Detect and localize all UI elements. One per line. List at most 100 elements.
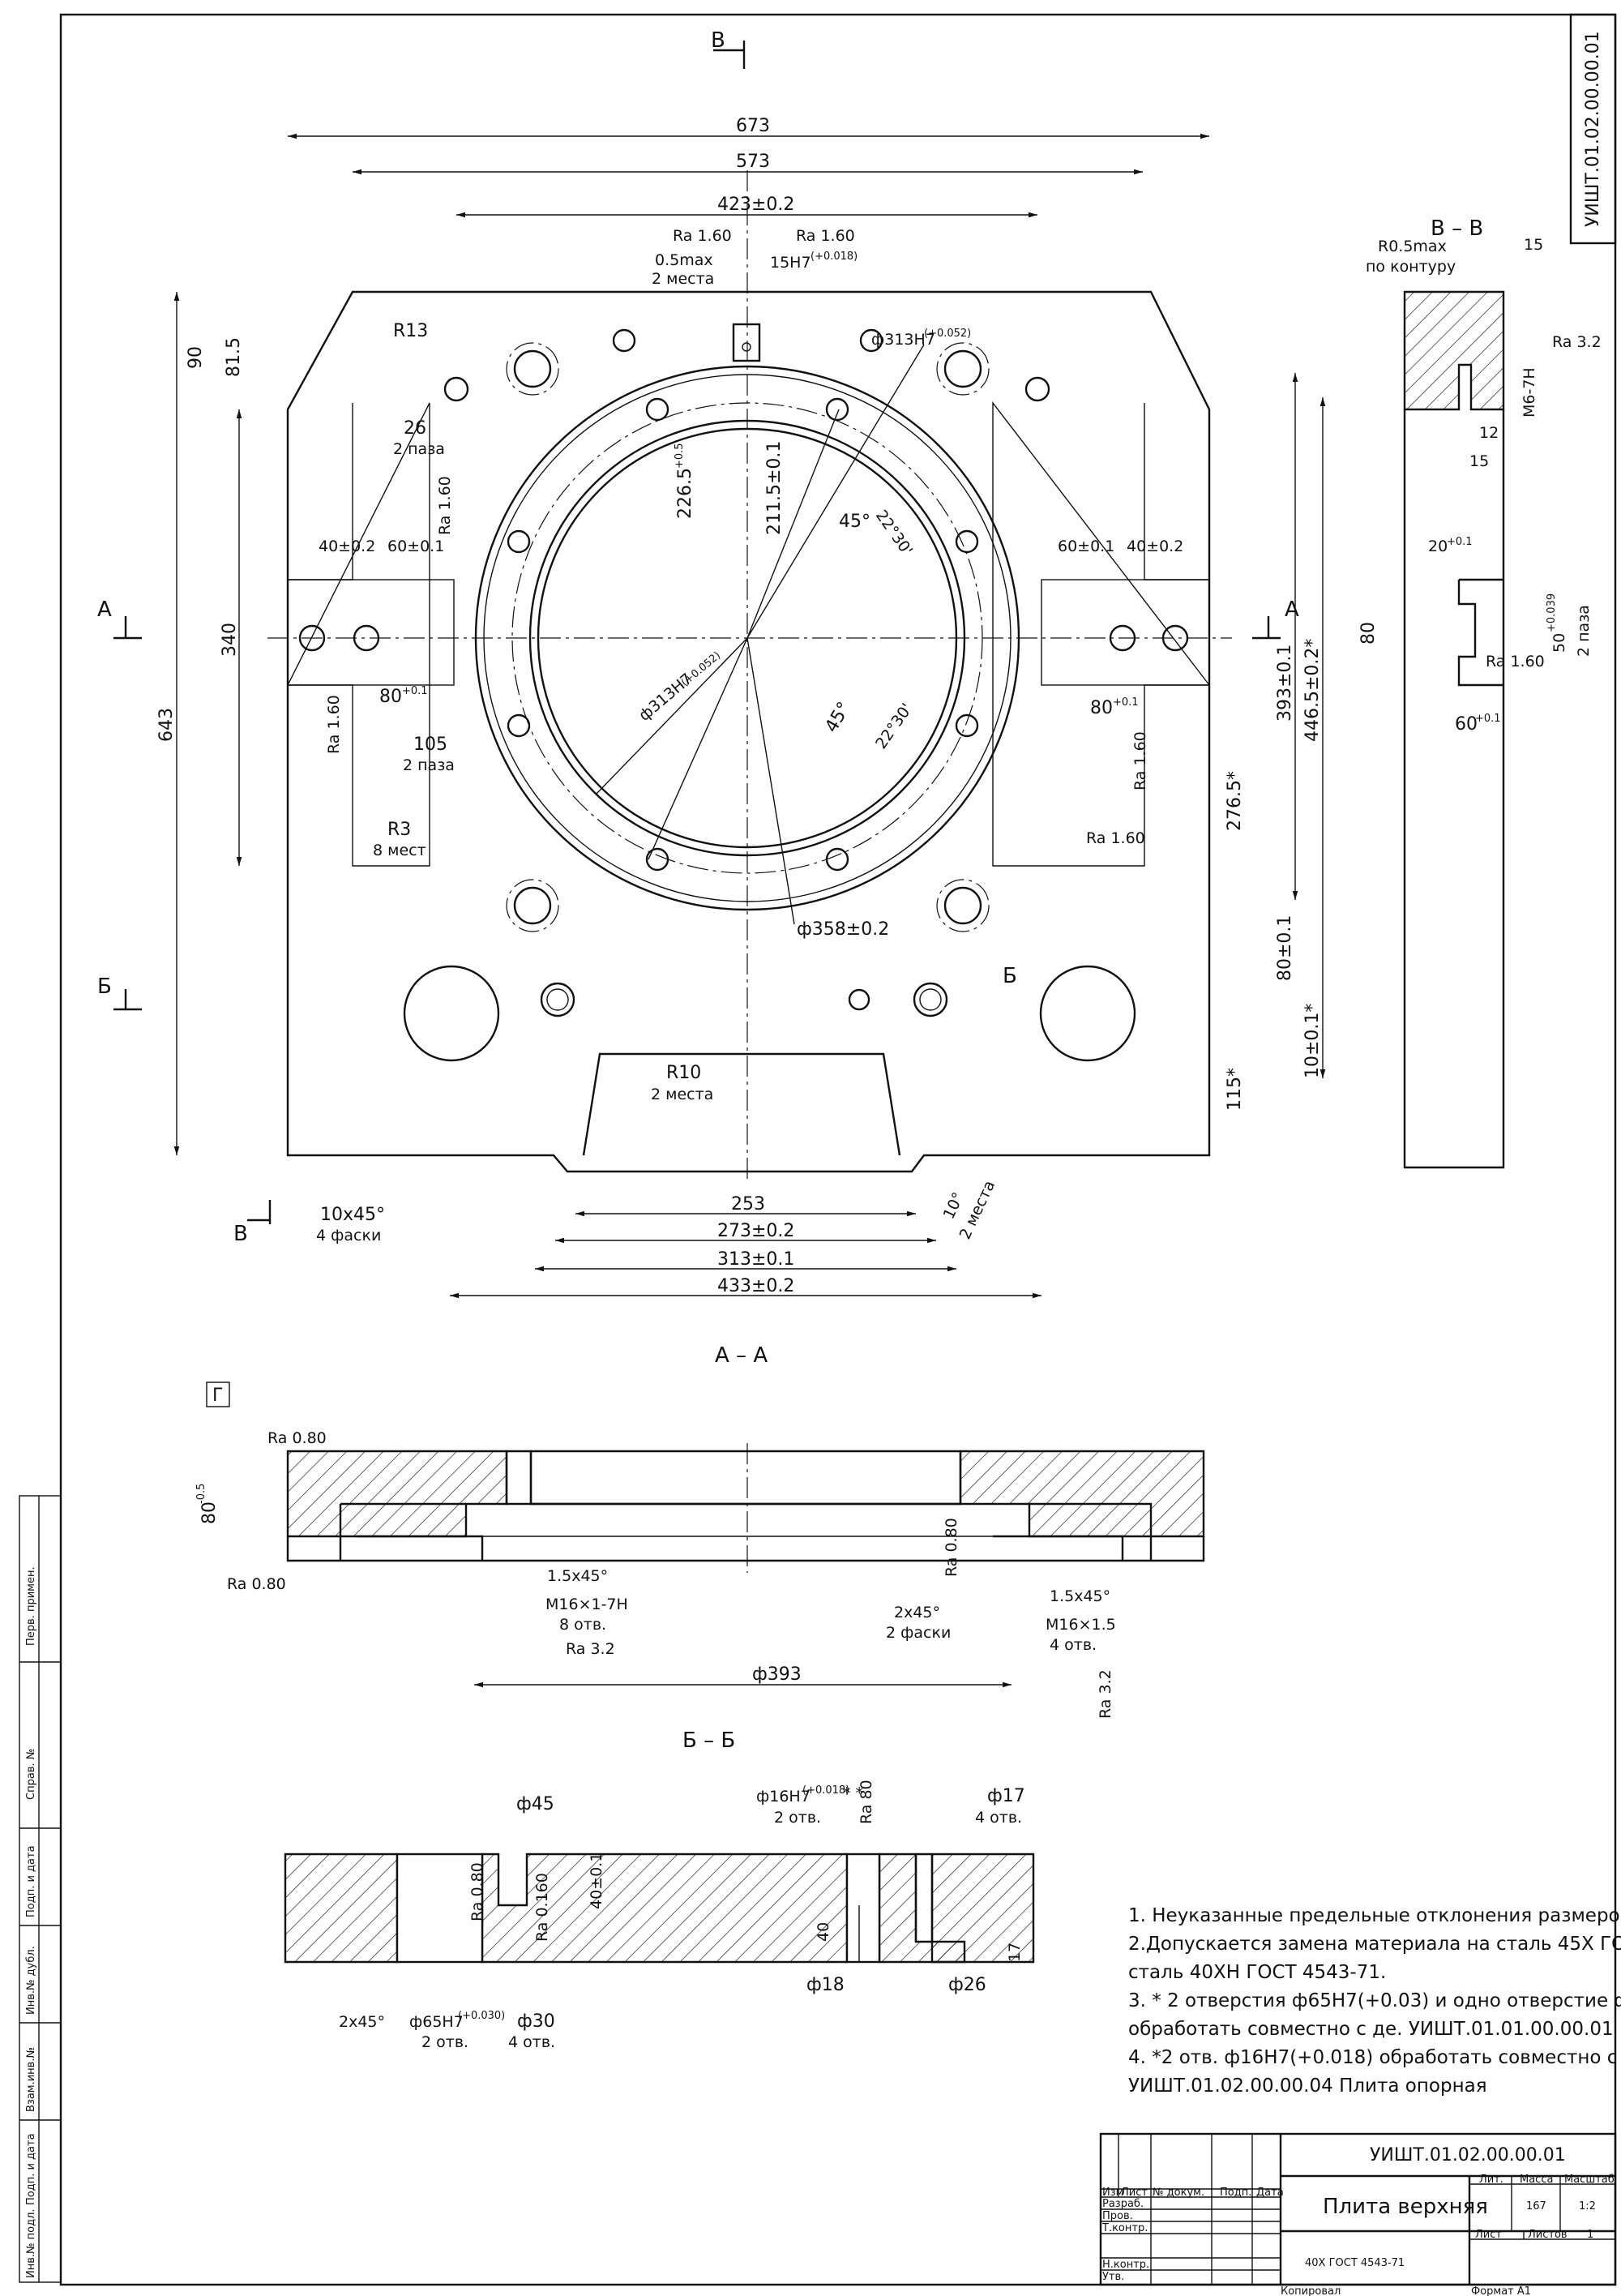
- dim-2265-tol: +0.5: [674, 443, 686, 469]
- note-1: 1. Неуказанные предельные отклонения раз…: [1128, 1905, 1621, 1926]
- dim-80-right-tol: +0.1: [1113, 696, 1139, 709]
- tb-format: Формат А1: [1471, 2285, 1531, 2296]
- dim-26: 26: [404, 418, 426, 439]
- tb-doc-code: УИШТ.01.02.00.00.01: [1370, 2145, 1566, 2165]
- tb-nkontr: Н.контр.: [1102, 2259, 1149, 2271]
- note-5: обработать совместно с де. УИШТ.01.01.00…: [1128, 2019, 1621, 2040]
- bore-outer: [474, 365, 1020, 911]
- tb-mass: Масса: [1520, 2174, 1553, 2186]
- label-a-right: А: [1285, 598, 1299, 622]
- tb-sheets-val: 1: [1587, 2229, 1593, 2241]
- tb-razrab: Разраб.: [1102, 2198, 1144, 2210]
- dim-815: 81.5: [224, 337, 244, 377]
- label-b-top: В: [711, 28, 725, 53]
- dim-643: 643: [156, 708, 177, 742]
- dim-115: 115*: [1225, 1068, 1245, 1111]
- dim-253: 253: [731, 1194, 765, 1214]
- ang-2230-b: 22°30': [872, 700, 916, 752]
- note-4: 3. * 2 отверстия ф65H7(+0.03) и одно отв…: [1128, 1990, 1621, 2011]
- tb-prov: Пров.: [1102, 2210, 1133, 2222]
- bb-ra80: Ra 80: [858, 1780, 875, 1824]
- bb-17: ф17: [987, 1786, 1025, 1806]
- dim-15h7: 15H7: [770, 254, 811, 272]
- tb-utv: Утв.: [1102, 2271, 1124, 2283]
- dim-05max: 0.5max: [655, 251, 713, 269]
- dim-433: 433±0.2: [717, 1276, 794, 1296]
- chamfer-10: 10x45°: [320, 1205, 385, 1225]
- vv-ra32: Ra 3.2: [1552, 333, 1602, 351]
- tb-sheet: Лист: [1475, 2229, 1502, 2241]
- dim-2265: 226.5: [675, 468, 695, 519]
- bb-ra0160: Ra 0.160: [533, 1873, 551, 1942]
- dim-r3: R3: [387, 820, 411, 840]
- dim-573: 573: [736, 152, 770, 172]
- dim-313: 313±0.1: [717, 1249, 794, 1270]
- ra-right: Ra 1.60: [1131, 731, 1149, 790]
- aa-ra080-mid: Ra 0.80: [943, 1518, 960, 1577]
- ra-right-2: Ra 1.60: [1086, 829, 1145, 847]
- bb-40: 40±0.1: [588, 1853, 605, 1909]
- technical-notes: 1. Неуказанные предельные отклонения раз…: [1128, 1905, 1621, 2097]
- plan-view: 673 573 423±0.2 Ra 1.60 Ra 1.60 0.5max 2…: [97, 28, 1326, 1299]
- tb-scale: Масштаб: [1564, 2174, 1615, 2186]
- ra-top-2: Ra 1.60: [796, 227, 855, 245]
- dim-105: 105: [413, 735, 447, 755]
- bb-17h: 17: [1006, 1943, 1024, 1962]
- vv-20-tol: +0.1: [1447, 536, 1473, 548]
- ra-left-2: Ra 1.60: [325, 695, 343, 754]
- stamp-vzam: Взам.инв.№: [25, 2047, 37, 2112]
- bb-45: ф45: [516, 1794, 554, 1814]
- label-a-left: А: [97, 598, 112, 622]
- dim-80-v: 80±0.1: [1275, 915, 1295, 981]
- label-b-bottom: В: [233, 1222, 248, 1246]
- dim-40-right: 40±0.2: [1127, 538, 1183, 555]
- note-6: 4. *2 отв. ф16H7(+0.018) обработать совм…: [1128, 2047, 1621, 2068]
- ang-45-a: 45°: [839, 512, 870, 532]
- vv-60: 60: [1455, 714, 1478, 735]
- dim-273: 273±0.2: [717, 1221, 794, 1241]
- dim-15h7-tol: (+0.018): [810, 251, 858, 263]
- tb-izm: Изм: [1102, 2187, 1123, 2199]
- ang-2230-a: 22°30': [872, 507, 916, 559]
- vv-80: 80: [1358, 622, 1379, 645]
- title-block: УИШТ.01.02.00.00.01 Плита верхняя 40Х ГО…: [1099, 2132, 1617, 2296]
- ang-45-b: 45°: [822, 699, 855, 736]
- stamp-inv-podl: Инв.№ подл.: [25, 2208, 37, 2278]
- vv-ra160: Ra 1.60: [1486, 653, 1545, 670]
- tb-material: 40Х ГОСТ 4543-71: [1305, 2257, 1405, 2269]
- tb-sheets: Листов: [1528, 2229, 1568, 2241]
- aa-ra080-top: Ra 0.80: [267, 1429, 327, 1447]
- dim-2765: 276.5*: [1225, 771, 1245, 831]
- dim-673: 673: [736, 116, 770, 136]
- tb-tkontr: Т.контр.: [1101, 2222, 1148, 2234]
- dim-90: 90: [186, 346, 206, 369]
- dim-60-right: 60±0.1: [1058, 538, 1114, 555]
- dim-80-left: 80: [379, 687, 402, 707]
- label-b-right: Б: [1003, 964, 1017, 988]
- dim-340: 340: [220, 623, 240, 657]
- dim-4465: 446.5±0.2*: [1302, 639, 1323, 742]
- bb-18: ф18: [806, 1975, 845, 1995]
- dim-393: 393±0.1: [1275, 645, 1295, 722]
- bb-16h7-tol: (+0.018): [802, 1784, 849, 1797]
- bb-26: ф26: [948, 1975, 986, 1995]
- aa-holes8: 8 отв.: [559, 1616, 606, 1634]
- aa-faces2: 2 фаски: [886, 1624, 951, 1642]
- note-2: 2.Допускается замена материала на сталь …: [1128, 1934, 1621, 1955]
- dim-423: 423±0.2: [717, 195, 794, 215]
- dim-80-right: 80: [1090, 698, 1113, 718]
- places-8: 8 мест: [373, 842, 426, 859]
- dim-60-left: 60±0.1: [387, 538, 444, 555]
- dim-10: 10±0.1*: [1302, 1004, 1323, 1078]
- doc-code-rotated: УИШТ.01.02.00.00.01: [1583, 31, 1603, 227]
- stamp-podp2: Подп. и дата: [25, 2133, 37, 2205]
- dim-80-left-tol: +0.1: [402, 685, 428, 697]
- bb-holes4-b: 4 отв.: [508, 2033, 555, 2051]
- bb-40v: 40: [815, 1922, 832, 1942]
- aa-m16-1: M16×1-7H: [545, 1596, 628, 1613]
- dim-r10: R10: [666, 1063, 701, 1083]
- vv-60-tol: +0.1: [1475, 713, 1501, 725]
- bb-holes4: 4 отв.: [975, 1809, 1022, 1827]
- bb-30: ф30: [517, 2011, 555, 2032]
